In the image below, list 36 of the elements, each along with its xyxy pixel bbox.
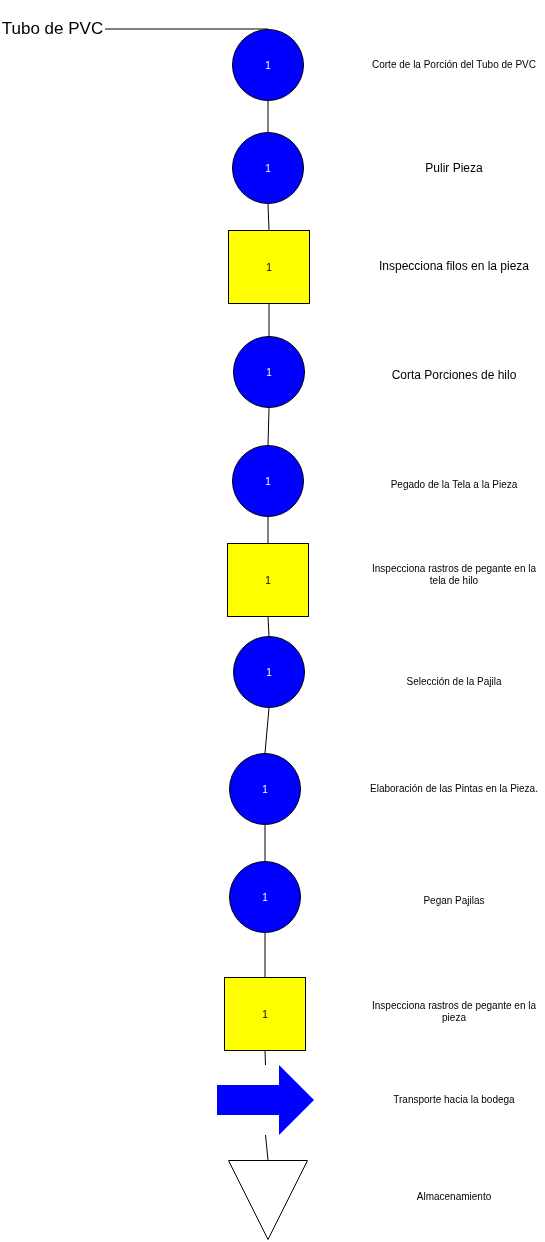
- operation-circle: 1: [232, 29, 304, 101]
- connector-line: [267, 100, 269, 133]
- step-description: Corta Porciones de hilo: [390, 367, 518, 383]
- storage-triangle: [228, 1160, 308, 1240]
- step-description: Inspecciona rastros de pegante en la tela de hilo: [371, 563, 537, 587]
- step-description: Almacenamiento: [415, 1191, 493, 1203]
- connector-line: [267, 203, 270, 231]
- connector-line: [264, 932, 266, 978]
- connector-line: [267, 407, 270, 446]
- connector-line: [268, 303, 270, 337]
- connector-line: [267, 516, 269, 544]
- step-description: Pulir Pieza: [424, 160, 484, 176]
- operation-circle: 1: [229, 861, 301, 933]
- connector-line: [267, 616, 270, 637]
- operation-circle: 1: [232, 132, 304, 204]
- connector-line: [264, 707, 270, 754]
- connector-line: [264, 824, 266, 862]
- step-description: Pegan Pajilas: [422, 895, 486, 907]
- connector-line: [264, 1050, 266, 1066]
- inspection-square: 1: [228, 230, 310, 304]
- step-description: Transporte hacia la bodega: [392, 1094, 516, 1106]
- inspection-square: 1: [227, 543, 309, 617]
- material-label: Tubo de PVC: [0, 2, 105, 56]
- connector-line: [265, 1134, 269, 1161]
- operation-circle: 1: [233, 636, 305, 708]
- step-description: Selección de la Pajila: [405, 676, 503, 688]
- operation-circle: 1: [229, 753, 301, 825]
- inspection-square: 1: [224, 977, 306, 1051]
- step-description: Elaboración de las Pintas en la Pieza.: [369, 783, 539, 795]
- step-description: Inspecciona rastros de pegante en la pieza: [371, 1000, 537, 1024]
- step-description: Corte de la Porción del Tubo de PVC: [371, 59, 537, 71]
- step-description: Pegado de la Tela a la Pieza: [389, 479, 519, 491]
- transport-symbol: [217, 1065, 314, 1135]
- operation-circle: 1: [232, 445, 304, 517]
- step-description: Inspecciona filos en la pieza: [377, 258, 531, 274]
- operation-circle: 1: [233, 336, 305, 408]
